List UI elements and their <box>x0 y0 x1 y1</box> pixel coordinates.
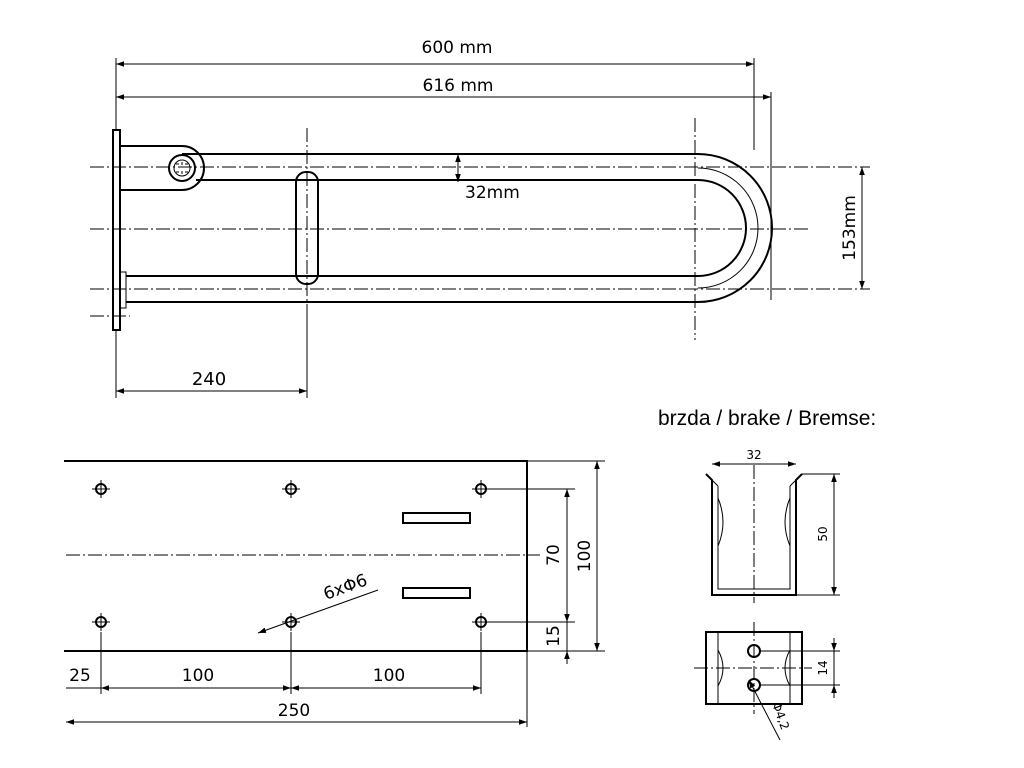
brake-channel-view: 32 50 <box>705 448 840 603</box>
tube-bend-hidden <box>697 167 759 289</box>
dim-100-vertical: 100 <box>575 540 595 572</box>
hinge-block <box>120 145 205 191</box>
mounting-holes <box>92 480 490 631</box>
dim-15: 15 <box>544 625 564 647</box>
plate-outline <box>64 460 528 652</box>
brake-dim-32: 32 <box>746 448 761 462</box>
tube-outer <box>126 153 773 303</box>
dim-100-left: 100 <box>182 666 214 686</box>
dim-153mm: 153mm <box>840 195 860 261</box>
tube-inner <box>126 179 747 277</box>
slot-upper <box>402 512 471 524</box>
hinge-screw <box>168 154 196 182</box>
brake-title: brzda / brake / Bremse: <box>658 407 876 430</box>
grab-bar-top-view: 600 mm 616 mm 32mm 153mm 240 <box>90 38 870 398</box>
dim-600: 600 mm <box>422 38 493 58</box>
dim-100-right: 100 <box>373 666 405 686</box>
dim-240: 240 <box>192 369 226 390</box>
holes-label: 6xΦ6 <box>321 570 370 604</box>
brake-channel <box>705 473 803 596</box>
slot-lower <box>402 587 471 599</box>
lower-bracket <box>119 271 127 309</box>
dim-25: 25 <box>69 666 91 686</box>
brake-base-view: 14 Φ4,2 <box>694 622 840 741</box>
wall-plate-view: 70 100 15 6xΦ6 25 100 100 250 <box>64 460 605 727</box>
dim-616: 616 mm <box>423 76 494 96</box>
brake-dim-14: 14 <box>816 660 830 675</box>
wall-plate <box>112 129 121 331</box>
dim-32mm: 32mm <box>465 183 520 203</box>
brake-dim-50: 50 <box>816 526 830 541</box>
dim-250: 250 <box>278 701 310 721</box>
dim-70: 70 <box>544 544 564 566</box>
